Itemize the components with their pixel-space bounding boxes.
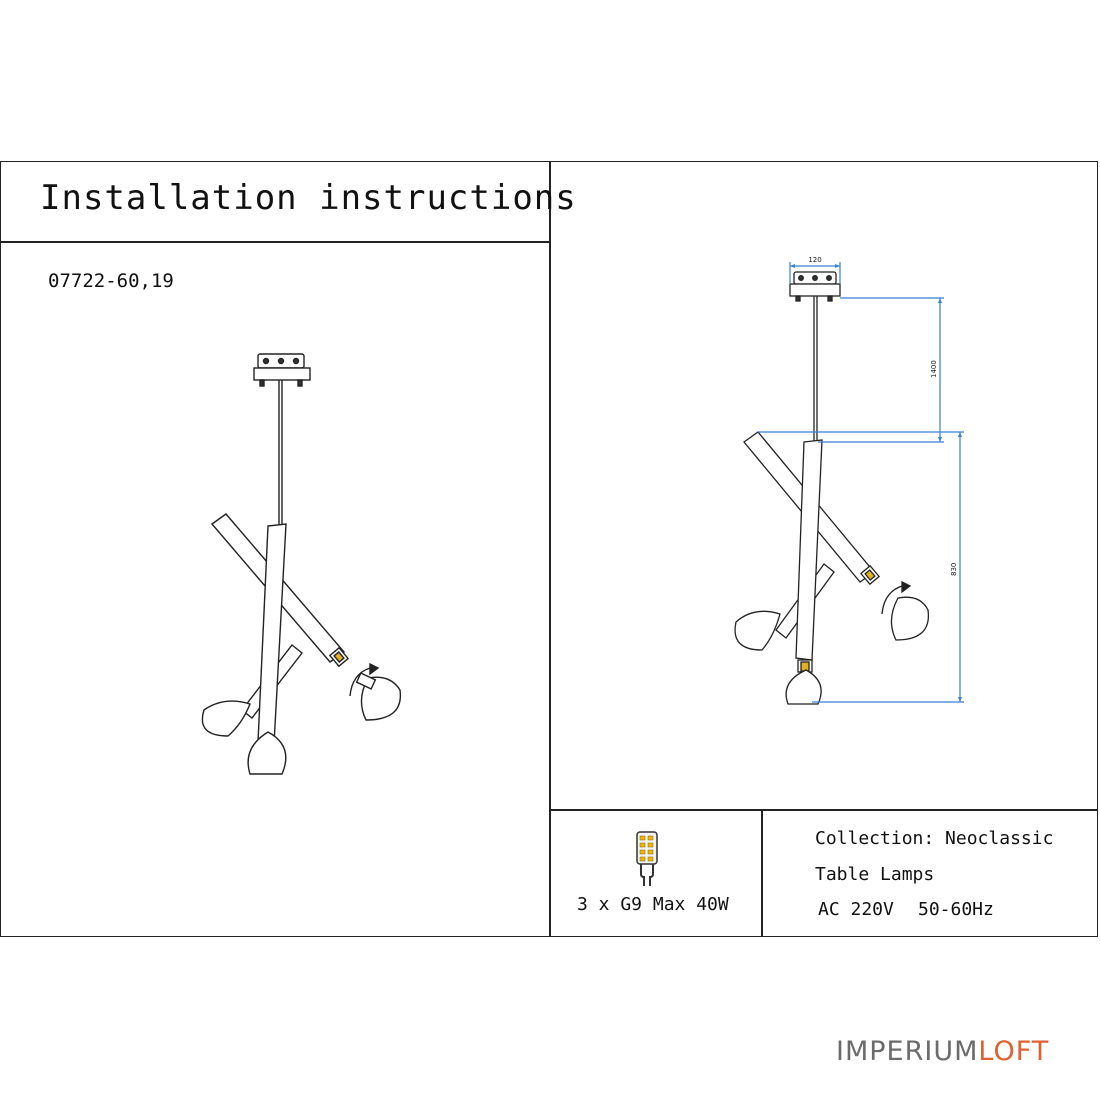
- g9-bulb-icon: [636, 831, 658, 886]
- voltage-label: AC 220V: [818, 899, 894, 920]
- drop-dimension: 1400: [930, 360, 938, 378]
- lamp-drawing-left: [201, 353, 402, 775]
- height-dimension: 830: [950, 563, 958, 576]
- brand-logo-part2: LOFT: [978, 1036, 1050, 1067]
- width-dimension: 120: [808, 256, 821, 264]
- frequency-label: 50-60Hz: [918, 899, 994, 920]
- brand-logo: IMPERIUMLOFT: [836, 1036, 1049, 1067]
- bulb-spec: 3 x G9 Max 40W: [577, 894, 729, 915]
- center-divider: [549, 161, 551, 937]
- page-title: Installation instructions: [40, 178, 577, 218]
- spec-column-divider: [761, 809, 763, 937]
- spec-divider: [550, 809, 1098, 811]
- product-type: Table Lamps: [815, 864, 935, 885]
- title-divider: [0, 241, 550, 243]
- model-number: 07722-60,19: [48, 270, 174, 292]
- lamp-drawing-right: 120 1400 830: [734, 256, 964, 705]
- brand-logo-part1: IMPERIUM: [836, 1036, 979, 1067]
- collection-label: Collection: Neoclassic: [815, 828, 1054, 849]
